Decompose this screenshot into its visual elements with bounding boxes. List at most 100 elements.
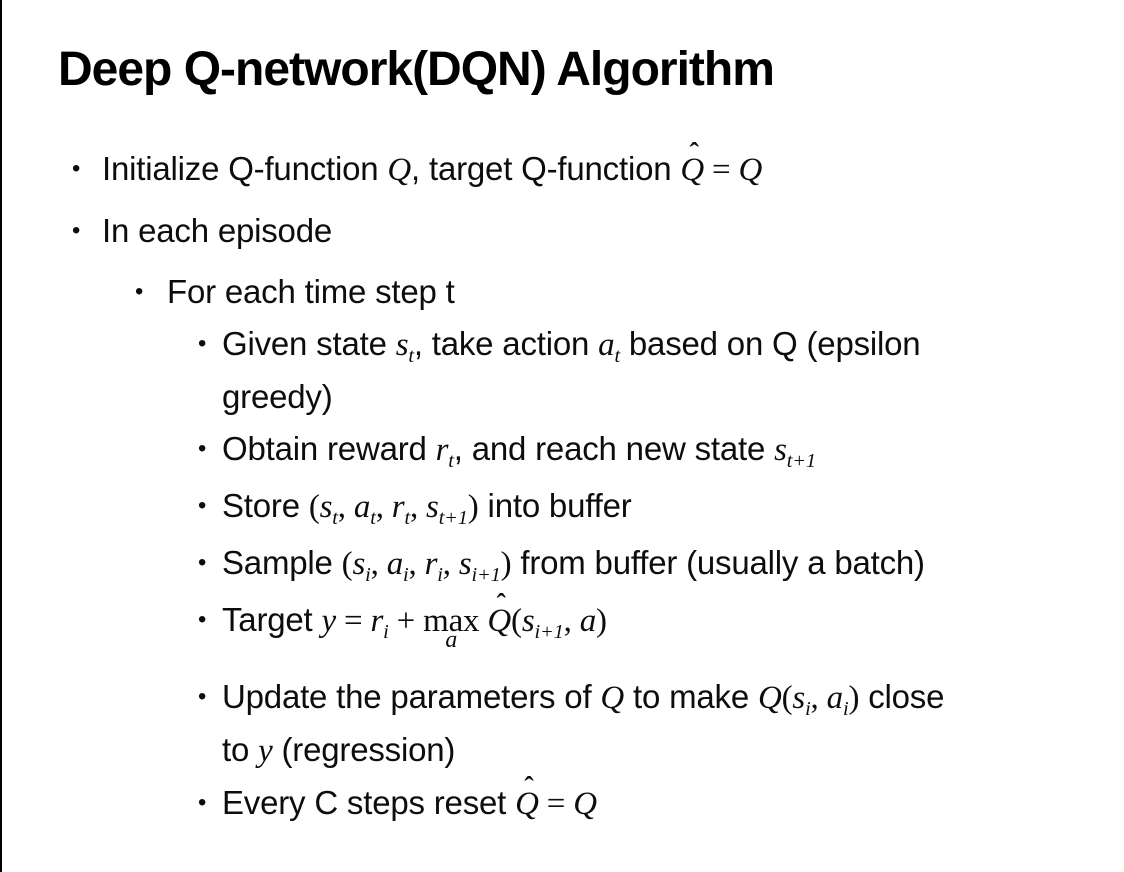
text-segment: s — [395, 327, 409, 364]
text-segment: r — [391, 489, 405, 526]
text-segment: i — [842, 697, 849, 720]
text-segment: , — [337, 489, 354, 526]
text-segment: a — [579, 603, 597, 640]
text-segment: t — [404, 506, 410, 529]
text-segment: ) — [848, 680, 860, 717]
text-segment: Store — [222, 487, 309, 525]
bullet-dot-icon: • — [72, 217, 81, 245]
bullet-list: • Initialize Q-function Q, target Q-funct… — [2, 140, 1124, 828]
text-segment: Q — [738, 152, 763, 189]
text-segment: ( — [308, 489, 320, 526]
text-segment: i+1 — [471, 563, 501, 586]
text-segment: r — [435, 432, 449, 469]
text-segment: ) — [467, 489, 479, 526]
bullet-text: For each time step t — [167, 268, 1114, 316]
text-segment: i — [403, 563, 409, 586]
text-segment: , — [370, 546, 387, 583]
bullet-item: • Initialize Q-function Q, target Q-funct… — [2, 140, 1124, 194]
text-segment: Target — [222, 601, 322, 639]
text-segment: s — [521, 603, 535, 640]
bullet-text: Given state st, take action at based on … — [222, 320, 1114, 421]
bullet-item: •Store (st, at, rt, st+1) into buffer — [2, 482, 1124, 535]
text-segment: based on Q (epsilon — [619, 325, 921, 363]
text-segment: , — [408, 546, 425, 583]
bullet-text: In each episode — [102, 207, 1114, 255]
text-segment: = — [704, 152, 739, 189]
text-segment: to make — [624, 678, 758, 716]
text-segment: i+1 — [534, 620, 564, 643]
text-segment: Q — [757, 680, 782, 717]
text-segment: , take action — [413, 325, 599, 363]
text-segment: a — [386, 546, 404, 583]
text-segment: Initialize Q-function — [102, 150, 388, 188]
slide-title: Deep Q-network(DQN) Algorithm — [58, 43, 775, 96]
text-segment: Obtain reward — [222, 430, 436, 468]
bullet-text: Update the parameters of Q to make Q(si,… — [222, 673, 1114, 775]
text-segment: a — [353, 489, 371, 526]
text-segment: s — [352, 546, 366, 583]
operator-name: max — [423, 603, 480, 640]
bullet-text: Initialize Q-function Q, target Q-functi… — [102, 140, 1114, 194]
math-symbol: Q — [487, 603, 512, 640]
text-segment — [479, 603, 487, 639]
text-segment: Every C steps reset — [222, 784, 516, 822]
text-segment: , — [442, 546, 459, 583]
text-segment: t+1 — [786, 449, 816, 472]
text-segment: i — [805, 697, 811, 720]
text-segment: close — [859, 678, 945, 716]
text-segment: s — [792, 680, 806, 717]
text-segment: a — [826, 680, 844, 717]
bullet-dot-icon: • — [72, 155, 81, 183]
bullet-dot-icon: • — [198, 435, 207, 463]
text-segment: , and reach new state — [453, 430, 775, 468]
text-segment: Given state — [222, 325, 396, 363]
bullet-item: • Obtain reward rt, and reach new state s… — [2, 425, 1124, 478]
text-segment: t — [408, 344, 414, 367]
text-segment: t — [448, 449, 454, 472]
bullet-text: Sample (si, ai, ri, si+1) from buffer (u… — [222, 539, 1114, 592]
math-symbol: Q — [515, 786, 539, 823]
hat-accent-icon: ˆ — [496, 589, 506, 621]
text-segment: s — [319, 489, 333, 526]
bullet-text: Store (st, at, rt, st+1) into buffer — [222, 482, 1114, 535]
bullet-dot-icon: • — [135, 278, 144, 306]
text-segment: r — [424, 546, 438, 583]
text-segment: i — [365, 563, 371, 586]
text-segment: ( — [781, 680, 793, 717]
text-segment: Q — [387, 152, 412, 189]
text-segment: into buffer — [478, 487, 632, 525]
text-segment: y — [258, 733, 273, 770]
bullet-text: Obtain reward rt, and reach new state st… — [222, 425, 1114, 478]
text-segment: r — [370, 603, 384, 640]
hat-accent-icon: ˆ — [689, 138, 699, 170]
bullet-dot-icon: • — [198, 549, 207, 577]
text-segment: t — [614, 344, 620, 367]
text-segment: y — [321, 603, 337, 640]
text-segment: s — [426, 489, 439, 526]
bullet-item: • For each time step t — [2, 268, 1124, 316]
text-segment: ( — [511, 603, 522, 640]
bullet-dot-icon: • — [198, 683, 207, 711]
text-segment: i — [437, 563, 443, 586]
text-segment: ) — [500, 546, 512, 583]
text-segment: ) — [596, 603, 607, 640]
text-segment: , — [375, 489, 392, 526]
text-segment: , — [810, 680, 827, 717]
text-segment: Q — [573, 786, 597, 823]
text-segment: t+1 — [438, 506, 468, 529]
text-segment: (regression) — [272, 731, 456, 769]
bullet-dot-icon: • — [198, 606, 207, 634]
text-segment: a — [598, 327, 615, 364]
bullet-item: •Given state st, take action at based on… — [2, 320, 1124, 421]
text-segment: from buffer (usually a batch) — [511, 544, 925, 582]
math-symbol: Q — [680, 152, 704, 189]
text-segment: , — [563, 603, 580, 640]
bullet-item: •Sample (si, ai, ri, si+1) from buffer (… — [2, 539, 1124, 592]
